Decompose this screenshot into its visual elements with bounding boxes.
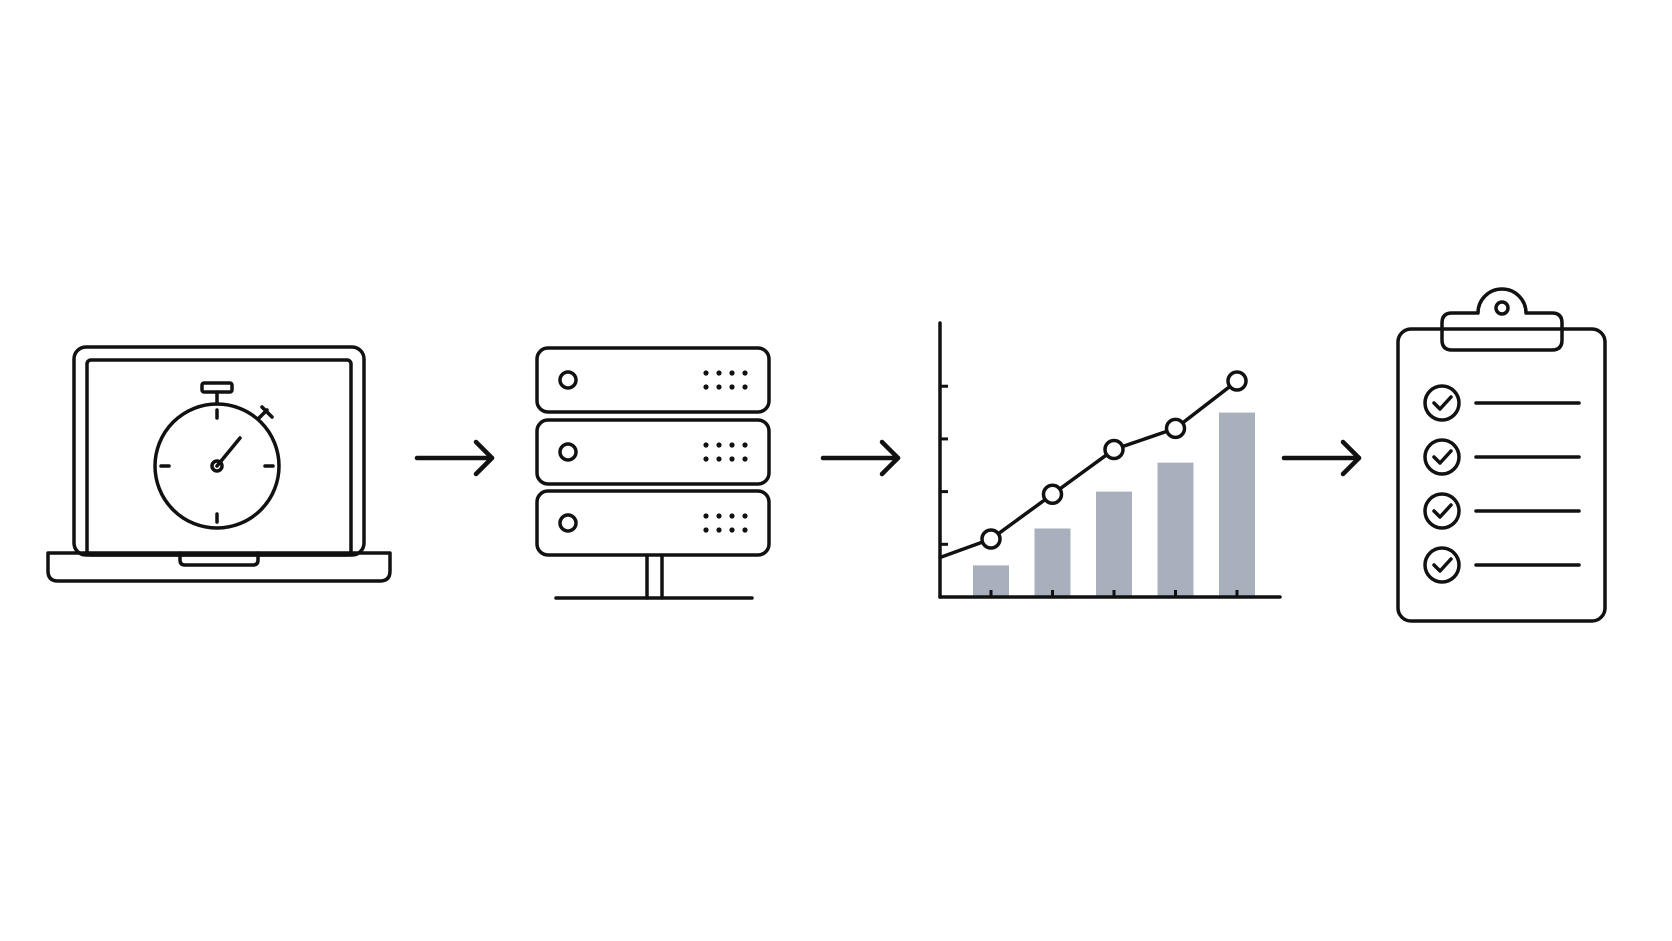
chart-bar — [1034, 528, 1071, 597]
chart-point — [1041, 483, 1064, 505]
check-circle-icon — [1423, 384, 1461, 422]
checklist-item — [1423, 384, 1581, 422]
laptop-icon — [46, 345, 392, 583]
chart-point — [980, 528, 1002, 550]
checklist-item — [1423, 438, 1581, 476]
server-rack-icon — [535, 346, 771, 600]
clipboard-clip — [1440, 287, 1564, 352]
chart-point — [1226, 370, 1248, 392]
clipboard-checklist-icon — [1396, 287, 1607, 623]
chart-point — [1164, 417, 1187, 440]
arrow-right-icon — [1281, 439, 1362, 477]
stopwatch-icon — [153, 381, 281, 530]
chart-point — [1103, 438, 1125, 461]
clipboard-board — [1396, 327, 1607, 623]
chart-bar — [1157, 462, 1194, 597]
checklist-item — [1423, 492, 1581, 530]
check-circle-icon — [1423, 546, 1461, 584]
chart-bar — [1219, 412, 1255, 597]
chart-bar — [1096, 491, 1132, 597]
arrow-right-icon — [820, 439, 901, 477]
checklist-item — [1423, 546, 1581, 584]
check-circle-icon — [1423, 492, 1461, 530]
server-vent-dots — [703, 370, 748, 533]
arrow-right-icon — [414, 439, 495, 477]
bar-line-chart-icon — [938, 321, 1282, 599]
laptop-stopwatch-icon — [46, 345, 392, 583]
server-unit — [535, 418, 771, 486]
server-unit — [535, 346, 771, 414]
check-circle-icon — [1423, 438, 1461, 476]
server-unit — [535, 489, 771, 557]
